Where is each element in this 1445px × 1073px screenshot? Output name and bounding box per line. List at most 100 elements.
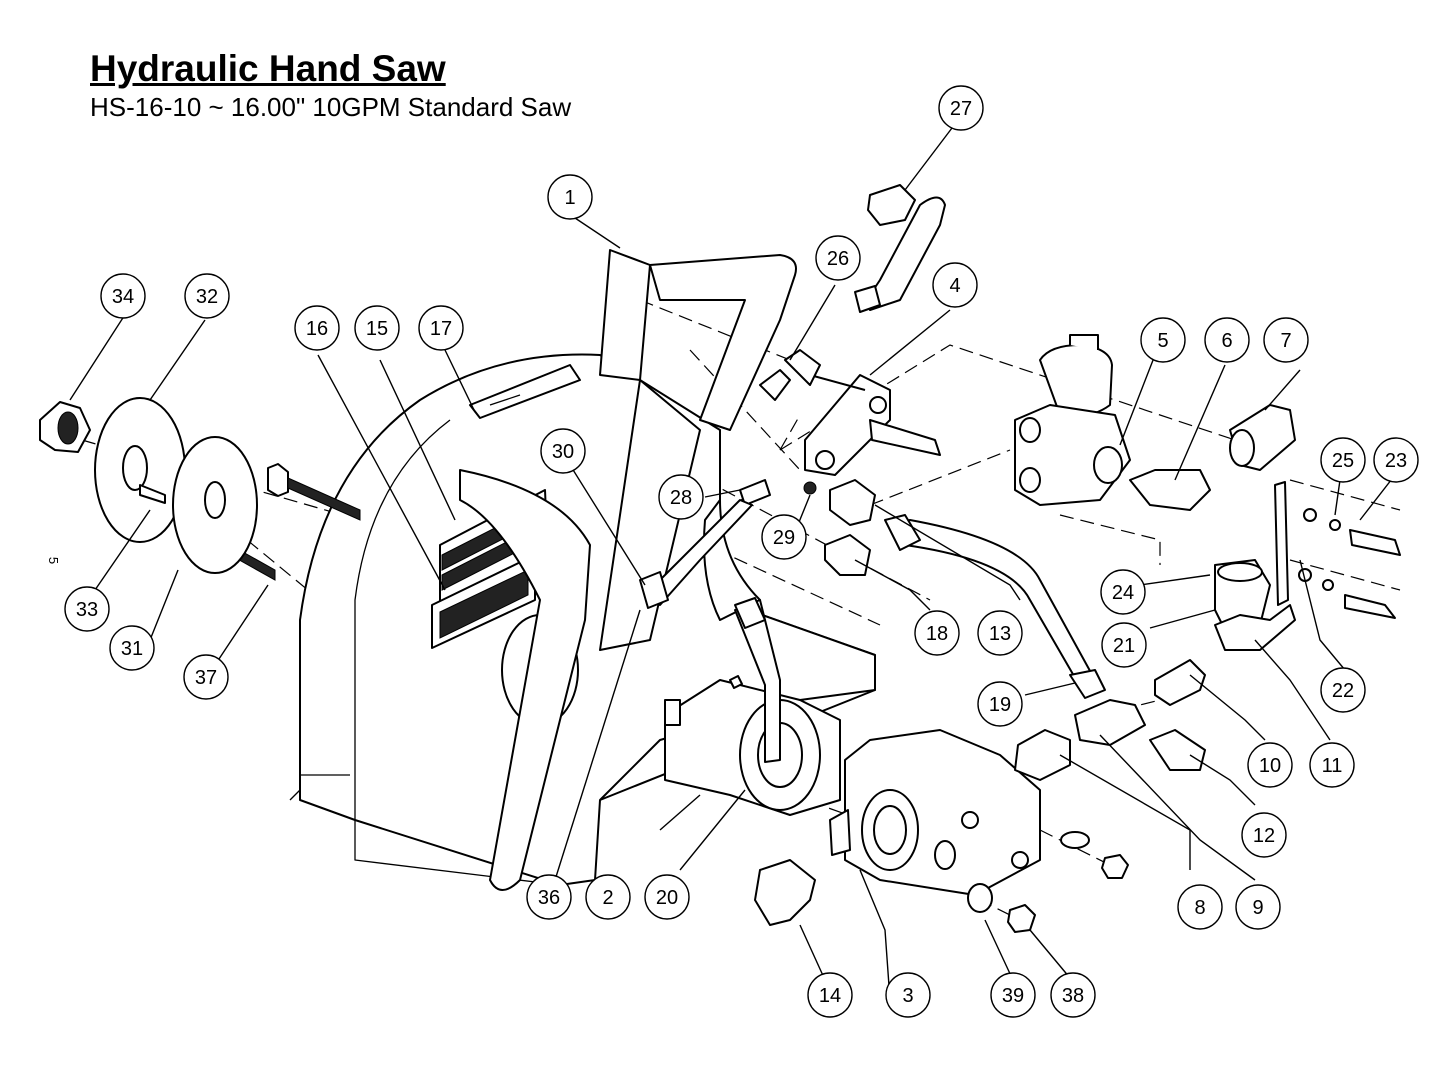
balloon-circle xyxy=(807,972,853,1018)
balloon-32: 32 xyxy=(184,273,230,319)
balloon-9: 9 xyxy=(1235,884,1281,930)
balloon-label: 19 xyxy=(989,694,1011,716)
balloon-label: 17 xyxy=(430,318,452,340)
balloon-label: 29 xyxy=(773,527,795,549)
balloon-label: 14 xyxy=(819,985,841,1007)
balloon-label: 11 xyxy=(1322,755,1343,777)
balloon-label: 3 xyxy=(902,985,913,1007)
balloon-label: 2 xyxy=(602,887,613,909)
balloon-label: 27 xyxy=(950,98,972,120)
balloon-3: 3 xyxy=(885,972,931,1018)
balloon-circle xyxy=(885,972,931,1018)
balloon-7: 7 xyxy=(1263,317,1309,363)
balloon-circle xyxy=(1309,742,1355,788)
balloon-circle xyxy=(1247,742,1293,788)
balloon-18: 18 xyxy=(914,610,960,656)
balloon-circle xyxy=(354,305,400,351)
balloon-label: 25 xyxy=(1332,450,1354,472)
balloon-circle xyxy=(1177,884,1223,930)
balloon-label: 32 xyxy=(196,286,218,308)
balloon-circle xyxy=(184,273,230,319)
balloon-circle xyxy=(418,305,464,351)
balloon-27: 27 xyxy=(938,85,984,131)
balloon-25: 25 xyxy=(1320,437,1366,483)
diagram-title: Hydraulic Hand Saw xyxy=(90,48,446,89)
balloon-circle xyxy=(183,654,229,700)
balloon-13: 13 xyxy=(977,610,1023,656)
balloon-label: 8 xyxy=(1194,897,1205,919)
balloon-circle xyxy=(932,262,978,308)
balloon-16: 16 xyxy=(294,305,340,351)
balloon-circle xyxy=(547,174,593,220)
balloon-label: 34 xyxy=(112,286,134,308)
balloon-label: 31 xyxy=(121,638,143,660)
balloon-circle xyxy=(1204,317,1250,363)
balloon-8: 8 xyxy=(1177,884,1223,930)
balloon-label: 37 xyxy=(195,667,217,689)
balloon-36: 36 xyxy=(526,874,572,920)
balloon-12: 12 xyxy=(1241,812,1287,858)
valve xyxy=(1014,334,1131,506)
balloon-15: 15 xyxy=(354,305,400,351)
balloon-17: 17 xyxy=(418,305,464,351)
balloon-circle xyxy=(761,514,807,560)
balloon-label: 12 xyxy=(1253,825,1275,847)
balloon-label: 24 xyxy=(1112,582,1134,604)
balloon-circle xyxy=(1320,667,1366,713)
balloon-label: 36 xyxy=(538,887,560,909)
balloon-circle xyxy=(990,972,1036,1018)
balloon-38: 38 xyxy=(1050,972,1096,1018)
balloon-circle xyxy=(1263,317,1309,363)
balloon-34: 34 xyxy=(100,273,146,319)
balloon-circle xyxy=(540,428,586,474)
motor xyxy=(664,675,841,816)
balloon-circle xyxy=(109,625,155,671)
balloon-circle xyxy=(914,610,960,656)
diagram-subtitle: HS-16-10 ~ 16.00" 10GPM Standard Saw xyxy=(90,92,572,122)
balloon-21: 21 xyxy=(1101,622,1147,668)
balloon-label: 6 xyxy=(1221,330,1232,352)
balloon-22: 22 xyxy=(1320,667,1366,713)
balloon-circle xyxy=(644,874,690,920)
pump xyxy=(829,729,1041,896)
balloon-circle xyxy=(977,681,1023,727)
balloon-circle xyxy=(1100,569,1146,615)
balloon-circle xyxy=(526,874,572,920)
balloon-circle xyxy=(1050,972,1096,1018)
balloon-5: 5 xyxy=(1140,317,1186,363)
balloon-label: 23 xyxy=(1385,450,1407,472)
balloon-14: 14 xyxy=(807,972,853,1018)
balloon-label: 1 xyxy=(564,187,575,209)
balloon-circle xyxy=(977,610,1023,656)
balloon-label: 18 xyxy=(926,623,948,645)
balloon-30: 30 xyxy=(540,428,586,474)
balloon-19: 19 xyxy=(977,681,1023,727)
balloon-label: 21 xyxy=(1113,635,1135,657)
balloon-39: 39 xyxy=(990,972,1036,1018)
handle-frame xyxy=(459,249,797,891)
balloon-circle xyxy=(1140,317,1186,363)
balloon-label: 33 xyxy=(76,599,98,621)
balloon-label: 5 xyxy=(1157,330,1168,352)
balloon-label: 10 xyxy=(1259,755,1281,777)
balloon-label: 7 xyxy=(1280,330,1291,352)
balloon-label: 13 xyxy=(989,623,1011,645)
balloon-label: 16 xyxy=(306,318,328,340)
balloon-23: 23 xyxy=(1373,437,1419,483)
balloon-circle xyxy=(658,474,704,520)
balloon-circle xyxy=(1320,437,1366,483)
balloon-label: 22 xyxy=(1332,680,1354,702)
balloon-6: 6 xyxy=(1204,317,1250,363)
balloon-label: 9 xyxy=(1252,897,1263,919)
balloon-4: 4 xyxy=(932,262,978,308)
balloon-label: 38 xyxy=(1062,985,1084,1007)
balloon-24: 24 xyxy=(1100,569,1146,615)
balloon-circle xyxy=(815,235,861,281)
balloon-label: 4 xyxy=(949,275,960,297)
balloon-circle xyxy=(585,874,631,920)
balloon-2: 2 xyxy=(585,874,631,920)
balloon-label: 20 xyxy=(656,887,678,909)
balloon-10: 10 xyxy=(1247,742,1293,788)
balloon-circle xyxy=(1241,812,1287,858)
